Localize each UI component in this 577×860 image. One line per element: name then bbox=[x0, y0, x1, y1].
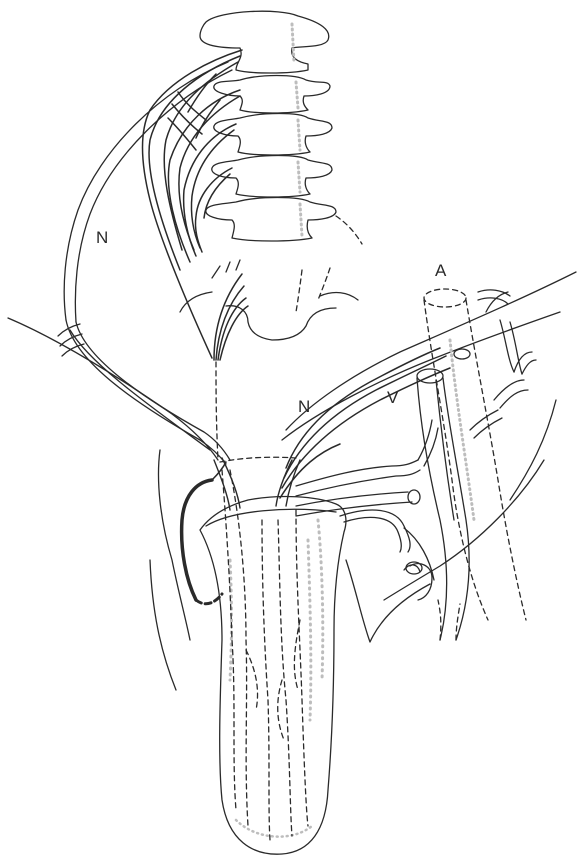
organ-outline bbox=[200, 497, 346, 855]
vessel-branches-right bbox=[296, 290, 536, 600]
vertebra-4 bbox=[212, 156, 332, 198]
vertebra-3 bbox=[214, 114, 332, 156]
nerve-loop-solid bbox=[182, 480, 212, 600]
sacral-root-ticks bbox=[212, 260, 240, 278]
spine-shading bbox=[292, 24, 302, 236]
sacrum bbox=[180, 260, 358, 460]
vertebra-1 bbox=[200, 11, 329, 73]
organ-stipple bbox=[230, 520, 323, 720]
nerve-loop-left bbox=[182, 462, 226, 604]
sacral-dashed bbox=[216, 362, 218, 460]
label-nerve-right: N bbox=[298, 398, 310, 415]
artery-top bbox=[424, 289, 466, 307]
vein-inner bbox=[436, 380, 454, 520]
pelvic-outer-left bbox=[159, 450, 191, 640]
vertebra-5 bbox=[206, 198, 336, 242]
pelvic-line-left bbox=[8, 318, 218, 460]
sacral-arc-right bbox=[320, 293, 358, 300]
label-vein: V bbox=[387, 389, 398, 406]
organ bbox=[200, 497, 346, 855]
vein-branch-cap-1 bbox=[454, 349, 470, 359]
artery-wall-right bbox=[466, 300, 526, 620]
pelvic-dashed-cross bbox=[220, 457, 296, 462]
pelvic-outer-left-2 bbox=[150, 560, 176, 690]
vertebra-2 bbox=[214, 76, 330, 114]
lower-right-outlines bbox=[346, 400, 556, 642]
spine-dashed-continuation bbox=[296, 216, 362, 312]
organ-internal-nerves bbox=[222, 470, 308, 840]
sacral-nerve-roots bbox=[214, 274, 248, 360]
nerve-loop-dashed bbox=[196, 594, 222, 604]
label-nerve-left: N bbox=[96, 229, 108, 246]
artery bbox=[424, 289, 526, 620]
label-artery: A bbox=[435, 262, 446, 279]
